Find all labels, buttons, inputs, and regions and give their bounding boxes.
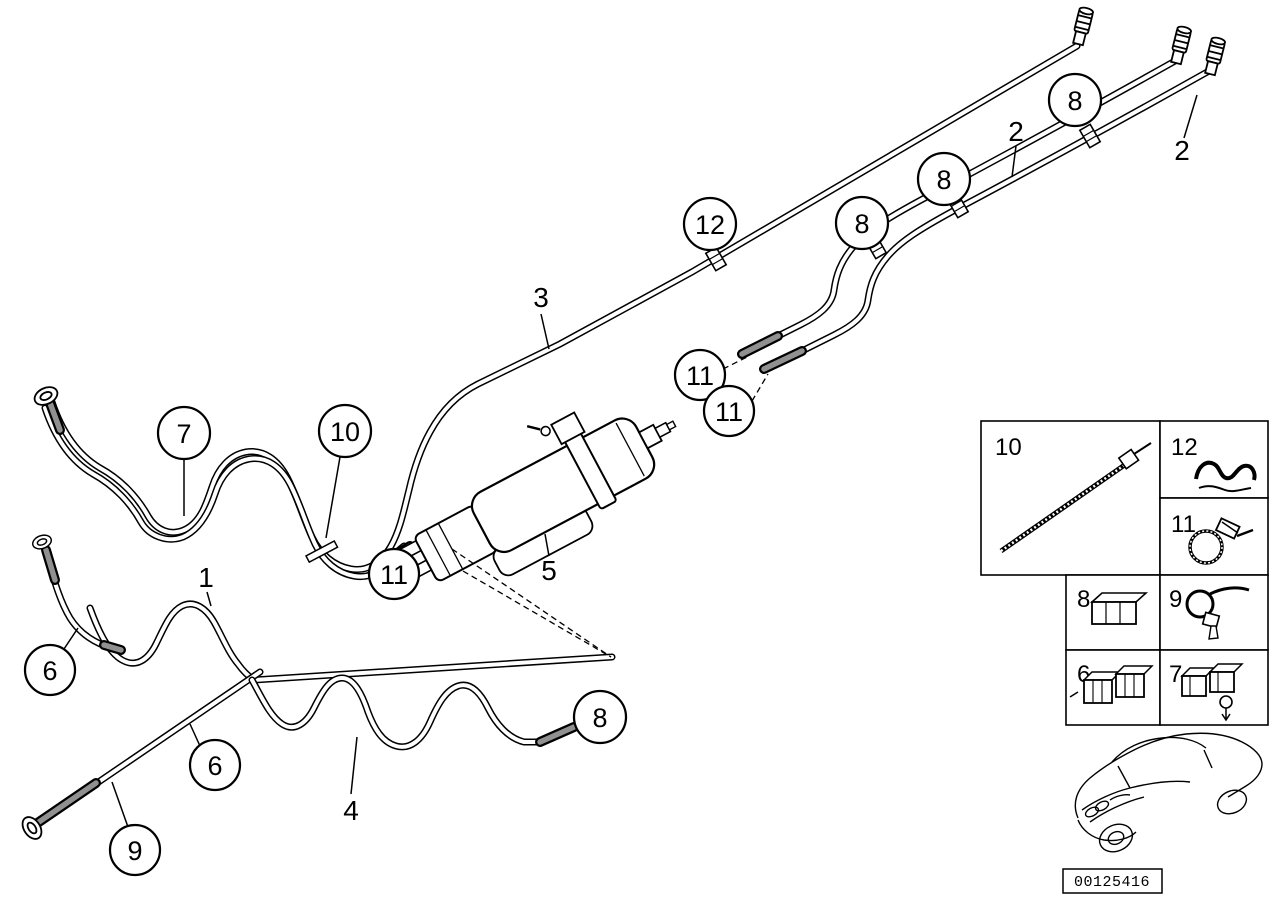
pipe-return-line-2b (737, 61, 1175, 359)
plain-labels: 2 2 3 1 5 4 (198, 116, 1190, 826)
cable-tie-icon (999, 442, 1152, 554)
callout-12[interactable]: 12 (682, 196, 738, 252)
svg-text:7: 7 (1169, 661, 1182, 688)
label-part-5: 5 (541, 555, 557, 586)
legend-cell-6[interactable]: 6 (1065, 649, 1161, 726)
label-part-2: 2 (1008, 116, 1024, 147)
callout-8[interactable]: 8 (916, 151, 972, 207)
rubber-mount-clamp-icon (1185, 586, 1250, 640)
callout-10[interactable]: 10 (317, 403, 373, 459)
clamp-bolt-icon (540, 425, 551, 437)
clamp-bolt-shaft (526, 424, 541, 431)
callout-6[interactable]: 6 (188, 738, 242, 792)
legend-cell-10[interactable]: 10 (980, 420, 1161, 576)
pipe-return-line-2a (759, 71, 1209, 374)
double-line-holder-icon (1069, 665, 1154, 704)
label-part-2: 2 (1174, 135, 1190, 166)
svg-text:9: 9 (127, 836, 142, 866)
fuel-lines (34, 46, 1209, 826)
pipe-fuel-line-4 (252, 678, 579, 747)
svg-text:11: 11 (1171, 511, 1196, 538)
legend-cell-8[interactable]: 8 (1065, 574, 1161, 651)
filter-seam (615, 422, 645, 477)
callout-6[interactable]: 6 (23, 643, 77, 697)
kidney-grille-icon (1084, 806, 1100, 818)
car-illustration (1074, 732, 1263, 853)
label-part-1: 1 (198, 562, 214, 593)
svg-text:10: 10 (995, 434, 1022, 461)
callout-11[interactable]: 11 (673, 348, 727, 402)
pipe-nipple-icon (1168, 24, 1193, 66)
svg-text:10: 10 (330, 417, 360, 447)
svg-text:6: 6 (42, 656, 57, 686)
legend-cell-12[interactable]: 12 (1159, 420, 1269, 499)
svg-text:8: 8 (936, 165, 951, 195)
pipe-vent-hose-6 (44, 546, 126, 655)
pump-ring (425, 529, 451, 577)
part-number: 00125416 (1074, 874, 1150, 891)
svg-text:9: 9 (1169, 586, 1182, 613)
double-line-holder-bolt-icon (1180, 663, 1244, 722)
svg-text:8: 8 (854, 209, 869, 239)
svg-text:12: 12 (1171, 434, 1198, 461)
callout-7[interactable]: 7 (156, 405, 212, 461)
callout-8[interactable]: 8 (1047, 72, 1103, 128)
legend-cell-9[interactable]: 9 (1159, 574, 1269, 651)
pipe-fuel-line-9 (34, 672, 260, 826)
line-clip-icon (1089, 592, 1149, 625)
svg-text:8: 8 (592, 703, 607, 733)
callout-11[interactable]: 11 (367, 547, 421, 601)
pipe-fittings (17, 5, 1227, 844)
callout-8[interactable]: 8 (834, 195, 890, 251)
leader-lines (61, 94, 1198, 828)
pump-ring (437, 522, 464, 570)
label-part-3: 3 (533, 282, 549, 313)
pipe-nipple-icon (1202, 35, 1227, 77)
svg-text:7: 7 (176, 419, 191, 449)
hose-clamp-icon (1188, 517, 1254, 565)
pipe-fuel-line-1 (90, 604, 612, 680)
svg-text:8: 8 (1077, 586, 1090, 613)
callouts: 12 8 8 8 7 10 11 11 11 6 6 9 8 (23, 72, 1103, 877)
legend-table: 10 12 11 (980, 420, 1269, 726)
svg-text:11: 11 (715, 397, 743, 427)
label-part-4: 4 (343, 795, 359, 826)
callout-9[interactable]: 9 (108, 823, 162, 877)
callout-8[interactable]: 8 (572, 689, 628, 745)
legend-cell-11[interactable]: 11 (1159, 497, 1269, 576)
svg-text:12: 12 (695, 210, 725, 240)
svg-text:11: 11 (380, 560, 408, 590)
legend-cell-7[interactable]: 7 (1159, 649, 1269, 726)
rear-wheel (1216, 789, 1248, 815)
front-wheel (1098, 823, 1134, 853)
part-number-box: 00125416 (1062, 868, 1163, 894)
filter-clamp-tab (550, 411, 586, 446)
svg-text:11: 11 (686, 361, 714, 391)
headlight (1109, 794, 1131, 801)
pipe-nipple-icon (1070, 5, 1095, 47)
cable-tie-on-pipes-icon (304, 539, 339, 564)
callout-11[interactable]: 11 (702, 384, 756, 438)
svg-text:6: 6 (207, 751, 222, 781)
filter-outlet-nipple-icon (665, 420, 677, 431)
pipe-clip-icon (1194, 460, 1257, 493)
svg-text:8: 8 (1067, 86, 1082, 116)
